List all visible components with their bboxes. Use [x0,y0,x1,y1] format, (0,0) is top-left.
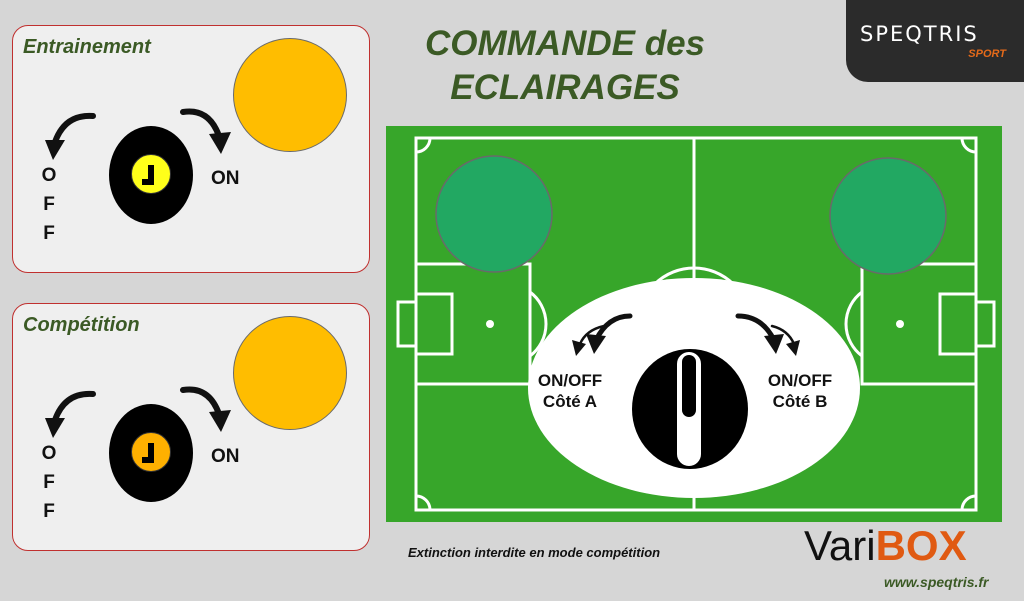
side-a-label: ON/OFF Côté A [516,370,624,412]
off-letter-f2: F [43,501,55,522]
key-slot-icon [142,165,154,185]
side-a-label-line1: ON/OFF [537,371,603,390]
varibox-logo-part2: BOX [875,522,967,569]
training-key-face [131,154,171,194]
side-b-label: ON/OFF Côté B [746,370,854,412]
off-letter-o: O [41,443,57,464]
brand-logo: SPEQTRIS SPORT [846,0,1024,82]
off-label: O F F [39,161,59,248]
side-b-label-line2: Côté B [772,392,828,411]
competition-panel: Compétition O F F ON [12,303,370,551]
side-a-floodlight [435,155,553,273]
competition-title: Compétition [23,314,140,336]
website-link[interactable]: www.speqtris.fr [884,574,989,590]
off-letter-f1: F [43,472,55,493]
varibox-logo: VariBOX [804,523,967,569]
competition-key-face [131,432,171,472]
off-label: O F F [39,439,59,526]
page-title-line1: COMMANDE des [424,24,706,63]
training-title: Entrainement [23,36,151,58]
turn-off-arrow-icon [45,112,96,160]
page-title-line2: ECLAIRAGES [450,68,680,107]
varibox-logo-part1: Vari [804,522,876,569]
side-a-label-line2: Côté A [542,392,598,411]
left-rotate-arrow-icon [572,313,633,356]
side-b-floodlight [829,157,947,275]
page-title: COMMANDE des ECLAIRAGES [400,22,730,110]
key-slot-icon [142,443,154,463]
right-rotate-arrow-icon [735,313,800,356]
off-letter-f2: F [43,223,55,244]
off-letter-f1: F [43,194,55,215]
off-letter-o: O [41,165,57,186]
football-field [386,126,1002,522]
turn-off-arrow-icon [45,390,96,438]
competition-indicator-lamp [233,316,347,430]
training-indicator-lamp [233,38,347,152]
side-selector-knob[interactable] [632,349,748,469]
competition-warning-note: Extinction interdite en mode compétition [408,545,661,560]
brand-name: SPEQTRIS [860,22,979,46]
training-panel: Entrainement O F F ON [12,25,370,273]
training-key-switch[interactable] [109,126,193,224]
competition-key-switch[interactable] [109,404,193,502]
brand-subtitle: SPORT [968,48,1006,60]
turn-on-arrow-icon [180,108,231,154]
on-label: ON [211,446,240,467]
side-b-label-line1: ON/OFF [767,371,833,390]
on-label: ON [211,168,240,189]
turn-on-arrow-icon [180,386,231,432]
